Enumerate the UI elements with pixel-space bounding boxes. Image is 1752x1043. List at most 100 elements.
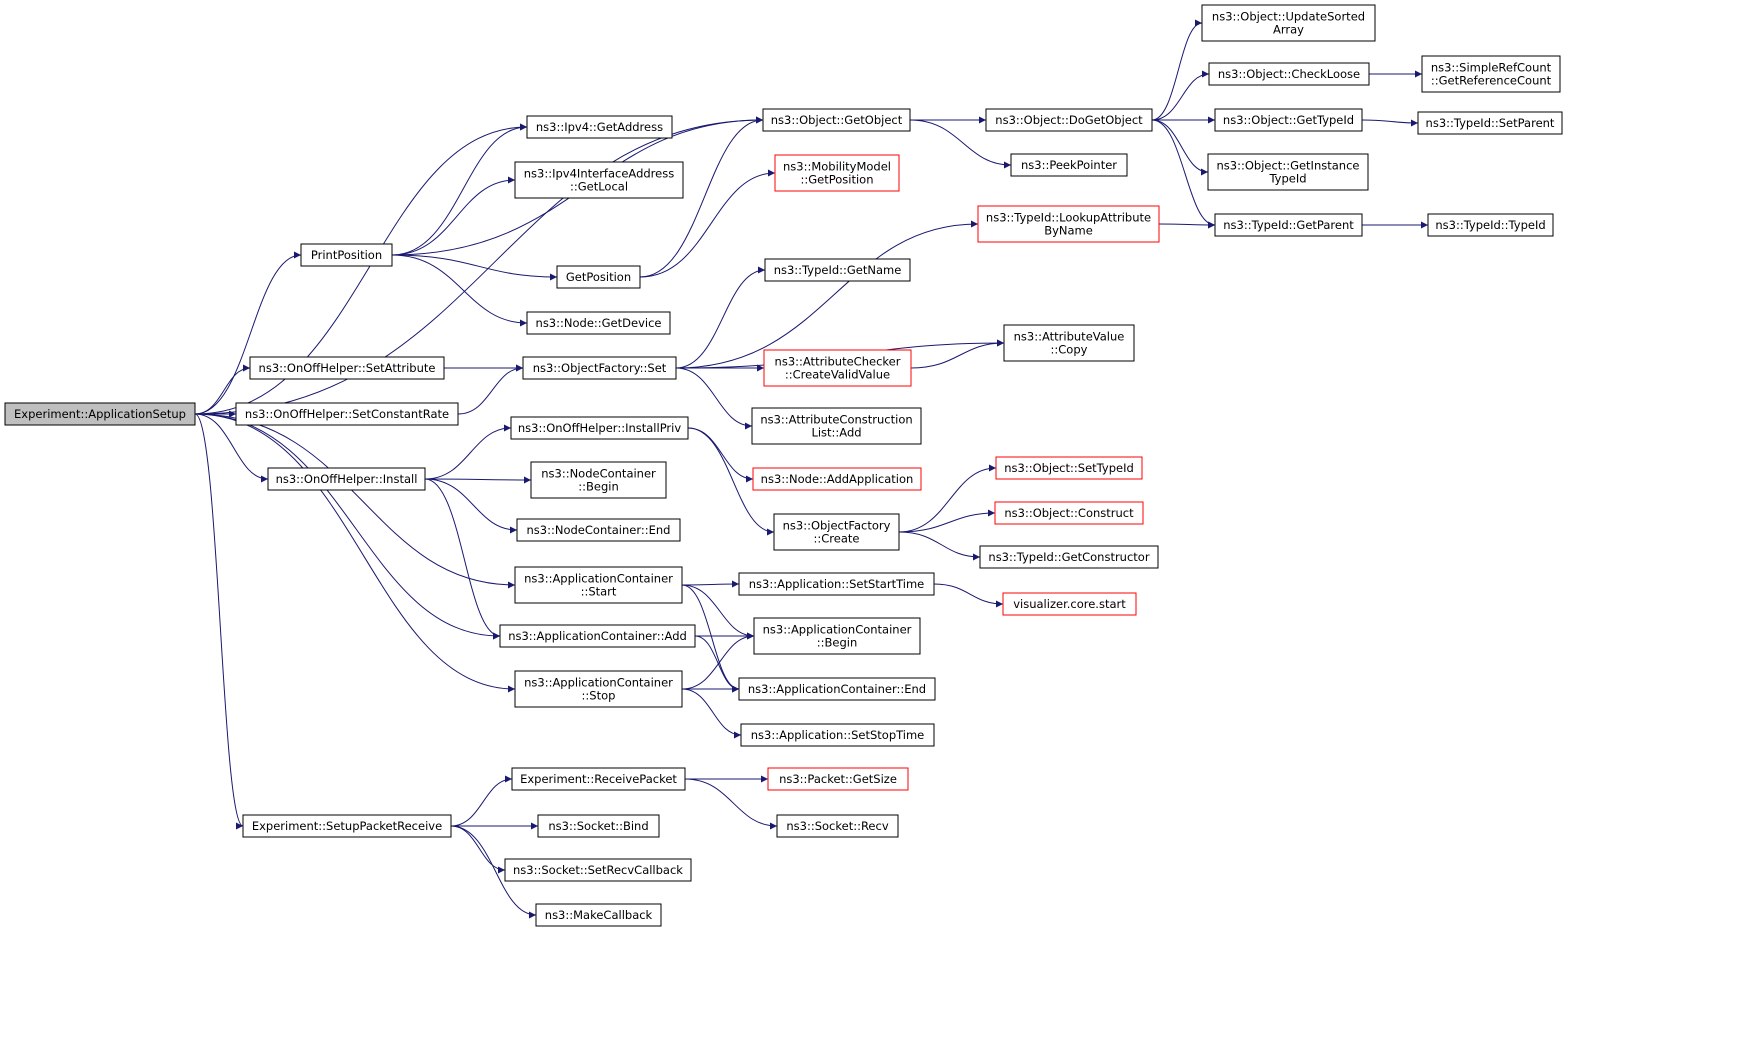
node-label: ns3::Ipv4::GetAddress [536,120,663,134]
node-box [977,205,1160,243]
node-ac_stop[interactable]: ns3::ApplicationContainer::Stop [514,670,683,708]
node-obj_construct[interactable]: ns3::Object::Construct [994,501,1144,525]
node-label: ns3::Node::AddApplication [761,472,914,486]
node-label: ns3::Packet::GetSize [779,772,897,786]
node-box [776,814,899,838]
node-typeid_typeid[interactable]: ns3::TypeId::TypeId [1427,213,1554,237]
node-mobility_getpos[interactable]: ns3::MobilityModel::GetPosition [774,154,900,192]
node-obj_getobject[interactable]: ns3::Object::GetObject [762,108,911,132]
edge-onoff_install-to-nc_end [424,478,518,534]
node-app_setstop[interactable]: ns3::Application::SetStopTime [740,723,935,747]
node-box [1214,108,1363,132]
node-label: ns3::ApplicationContainer [763,623,912,637]
node-box [1003,324,1135,362]
node-label: ::Stop [582,689,616,703]
edge-obj_dogetobject-to-obj_checkloose [1151,70,1210,121]
node-label: ns3::Application::SetStartTime [749,577,924,591]
node-label: ns3::ObjectFactory::Set [533,361,667,375]
node-exp_recvpacket[interactable]: Experiment::ReceivePacket [511,767,686,791]
node-obj_gettypeid[interactable]: ns3::Object::GetTypeId [1214,108,1363,132]
node-label: visualizer.core.start [1013,597,1126,611]
node-label: ns3::TypeId::SetParent [1426,116,1555,130]
node-label: ns3::OnOffHelper::Install [276,472,418,486]
node-box [1208,62,1370,86]
node-box [514,670,683,708]
edge-objfactory_create-to-obj_settypeid [898,464,997,533]
node-box [526,311,671,335]
node-typeid_getparent[interactable]: ns3::TypeId::GetParent [1214,213,1363,237]
node-nc_begin[interactable]: ns3::NodeContainer::Begin [530,461,667,499]
edge-objfactory_set-to-typeid_getname [675,266,766,369]
node-box [511,767,686,791]
node-label: ::GetPosition [800,173,873,187]
node-box [242,814,452,838]
node-socket_setrecvcb[interactable]: ns3::Socket::SetRecvCallback [504,858,692,882]
node-box [979,545,1159,569]
node-printpos[interactable]: PrintPosition [300,243,393,267]
node-obj_settypeid[interactable]: ns3::Object::SetTypeId [995,456,1143,480]
node-app_setstart[interactable]: ns3::Application::SetStartTime [738,572,935,596]
node-label: ns3::Object::GetInstance [1217,159,1360,173]
node-typeid_setparent[interactable]: ns3::TypeId::SetParent [1417,111,1563,135]
node-onoff_setattr[interactable]: ns3::OnOffHelper::SetAttribute [249,356,445,380]
edge-ac_start-to-app_setstart [681,580,740,588]
node-label: ns3::AttributeValue [1014,330,1125,344]
edge-onoff_install-to-ac_add [424,478,501,640]
node-attrchecker_create[interactable]: ns3::AttributeChecker::CreateValidValue [763,349,912,387]
node-label: ns3::Object::DoGetObject [995,113,1143,127]
node-objfactory_set[interactable]: ns3::ObjectFactory::Set [522,356,677,380]
node-onoff_setconst[interactable]: ns3::OnOffHelper::SetConstantRate [235,402,459,426]
node-obj_dogetobject[interactable]: ns3::Object::DoGetObject [985,108,1153,132]
node-packet_getsize[interactable]: ns3::Packet::GetSize [767,767,909,791]
node-ipv4if_getlocal[interactable]: ns3::Ipv4InterfaceAddress::GetLocal [514,161,684,199]
node-peekpointer[interactable]: ns3::PeekPointer [1010,153,1128,177]
node-label: ns3::AttributeChecker [775,355,901,369]
node-ipv4_getaddr[interactable]: ns3::Ipv4::GetAddress [526,115,673,139]
edge-root-to-onoff_install [194,413,269,483]
node-ac_begin[interactable]: ns3::ApplicationContainer::Begin [753,617,921,655]
node-makecallback[interactable]: ns3::MakeCallback [535,903,662,927]
node-setup_recv[interactable]: Experiment::SetupPacketReceive [242,814,452,838]
node-typeid_getname[interactable]: ns3::TypeId::GetName [764,258,911,282]
node-vis_start[interactable]: visualizer.core.start [1002,592,1137,616]
node-box [526,115,673,139]
node-objfactory_create[interactable]: ns3::ObjectFactory::Create [773,513,900,551]
node-socket_recv[interactable]: ns3::Socket::Recv [776,814,899,838]
node-typeid_getconstructor[interactable]: ns3::TypeId::GetConstructor [979,545,1159,569]
node-node_addapp[interactable]: ns3::Node::AddApplication [752,467,922,491]
edge-onoff_install-to-nc_begin [424,476,532,484]
node-socket_bind[interactable]: ns3::Socket::Bind [537,814,660,838]
node-getposition[interactable]: GetPosition [556,265,641,289]
node-box [740,723,935,747]
node-root[interactable]: Experiment::ApplicationSetup [4,402,196,426]
node-label: ::Create [814,532,860,546]
edge-obj_dogetobject-to-obj_getinstancetypeid [1151,119,1209,176]
node-obj_checkloose[interactable]: ns3::Object::CheckLoose [1208,62,1370,86]
node-box [753,617,921,655]
node-box [764,258,911,282]
node-node_getdevice[interactable]: ns3::Node::GetDevice [526,311,671,335]
node-onoff_installpriv[interactable]: ns3::OnOffHelper::InstallPriv [510,416,689,440]
node-ac_start[interactable]: ns3::ApplicationContainer::Start [514,566,683,604]
node-ac_end[interactable]: ns3::ApplicationContainer::End [738,677,936,701]
node-attrvalue_copy[interactable]: ns3::AttributeValue::Copy [1003,324,1135,362]
node-label: ns3::NodeContainer [541,467,656,481]
node-box [514,161,684,199]
edge-ac_add-to-ac_end [694,635,740,693]
node-onoff_install[interactable]: ns3::OnOffHelper::Install [267,467,426,491]
edge-getposition-to-mobility_getpos [639,169,776,278]
node-box [535,903,662,927]
node-ac_add[interactable]: ns3::ApplicationContainer::Add [499,624,696,648]
node-label: ns3::ApplicationContainer::Add [508,629,687,643]
node-label: ns3::Socket::Bind [548,819,648,833]
node-nc_end[interactable]: ns3::NodeContainer::End [516,518,681,542]
node-label: ns3::OnOffHelper::InstallPriv [518,421,682,435]
node-box [514,566,683,604]
node-simplerefcount[interactable]: ns3::SimpleRefCount::GetReferenceCount [1421,55,1561,93]
node-label: GetPosition [566,270,631,284]
